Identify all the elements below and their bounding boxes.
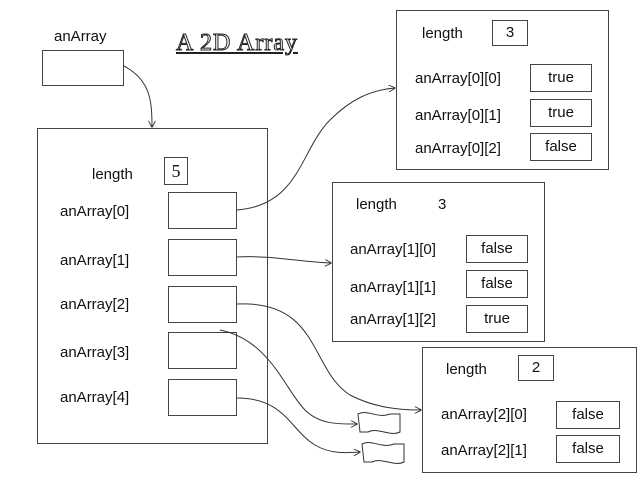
inner-0-length-value: 3: [492, 20, 528, 46]
outer-slot-3: [168, 332, 237, 369]
arrow-slot3-to-flag: [219, 329, 357, 424]
arrow-variable-to-outer: [123, 65, 152, 127]
variable-reference-box: [42, 50, 124, 86]
inner-1-row-label-2: anArray[1][2]: [350, 311, 436, 328]
outer-row-label-1: anArray[1]: [60, 252, 130, 269]
outer-length-label: length: [92, 166, 133, 183]
inner-2-length-value: 2: [518, 355, 554, 381]
inner-0-value-0: true: [530, 64, 592, 92]
inner-1-row-label-1: anArray[1][1]: [350, 279, 436, 296]
inner-2-row-label-1: anArray[2][1]: [441, 442, 527, 459]
outer-slot-1: [168, 239, 237, 276]
arrow-slot0-to-inner0: [236, 88, 395, 211]
outer-length-value: 5: [164, 157, 188, 185]
outer-slot-2: [168, 286, 237, 323]
inner-0-row-label-0: anArray[0][0]: [415, 70, 501, 87]
inner-1-value-2: true: [466, 305, 528, 333]
variable-name: anArray: [54, 28, 107, 45]
null-flag-icon-1: [357, 412, 401, 434]
inner-2-length-label: length: [446, 361, 487, 378]
outer-row-label-4: anArray[4]: [60, 389, 130, 406]
arrow-slot4-to-flag: [236, 397, 360, 453]
inner-0-value-2: false: [530, 133, 592, 161]
inner-0-length-label: length: [422, 25, 463, 42]
outer-slot-4: [168, 379, 237, 416]
inner-0-row-label-2: anArray[0][2]: [415, 140, 501, 157]
inner-0-row-label-1: anArray[0][1]: [415, 107, 501, 124]
inner-1-value-1: false: [466, 270, 528, 298]
inner-1-length-label: length: [356, 196, 397, 213]
inner-2-row-label-0: anArray[2][0]: [441, 406, 527, 423]
inner-1-length-value: 3: [438, 196, 447, 213]
outer-row-label-0: anArray[0]: [60, 203, 130, 220]
arrow-slot2-to-inner2: [236, 303, 421, 410]
inner-2-value-1: false: [556, 435, 620, 463]
diagram-title: A 2D Array: [176, 30, 298, 57]
outer-row-label-3: anArray[3]: [60, 344, 130, 361]
inner-0-value-1: true: [530, 99, 592, 127]
inner-1-row-label-0: anArray[1][0]: [350, 241, 436, 258]
arrow-slot1-to-inner1: [236, 256, 331, 263]
inner-1-value-0: false: [466, 235, 528, 263]
null-flag-icon-2: [361, 442, 405, 464]
inner-2-value-0: false: [556, 401, 620, 429]
outer-row-label-2: anArray[2]: [60, 296, 130, 313]
outer-slot-0: [168, 192, 237, 229]
